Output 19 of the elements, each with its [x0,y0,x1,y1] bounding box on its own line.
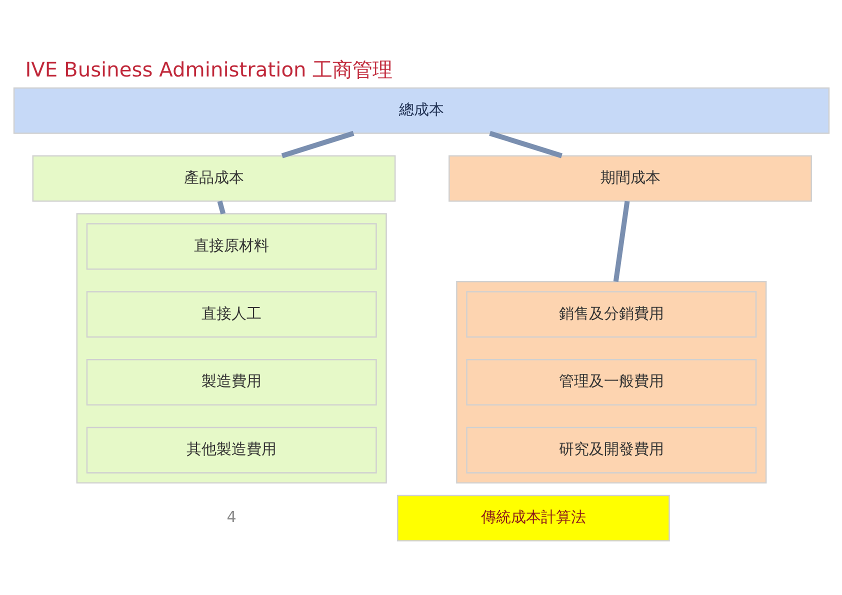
node-box: 總成本 [12,86,830,134]
node-box: 產品成本 [32,154,396,202]
node-box: 直接原材料 [86,222,376,270]
label: 4 [226,507,236,526]
connector [216,200,226,214]
node-box: 製造費用 [86,358,376,406]
node-box: 管理及一般費用 [466,358,756,406]
node-box: 傳統成本計算法 [396,494,670,541]
connector [612,200,630,282]
node-box: 研究及開發費用 [466,426,756,473]
diagram-title: IVE Business Administration 工商管理 [24,56,392,81]
connector [280,130,354,158]
cluster [76,212,386,483]
cluster [456,280,766,483]
node-box: 銷售及分銷費用 [466,290,756,338]
connector [488,130,562,158]
node-box: 直接人工 [86,290,376,338]
node-box: 期間成本 [448,154,812,202]
node-box: 其他製造費用 [86,426,376,473]
